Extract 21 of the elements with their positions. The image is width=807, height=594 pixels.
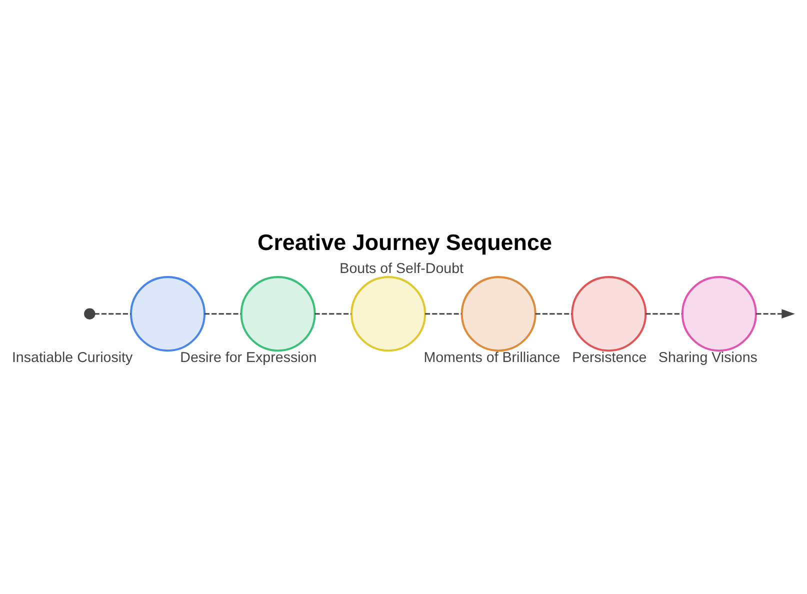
diagram-title: Creative Journey Sequence [257,230,552,255]
node-label: Insatiable Curiosity [12,350,133,366]
node-circle [681,276,757,352]
node-circle [571,276,647,352]
connector [204,312,241,314]
node-circle [130,276,206,352]
node-circle [240,276,316,352]
node-circle [460,276,536,352]
node-label: Persistence [572,350,647,366]
connector [314,312,352,314]
node-label: Desire for Expression [180,350,317,366]
node-circle [84,308,96,319]
node-circle [350,276,426,352]
node-label: Bouts of Self-Doubt [340,260,464,277]
connector [646,312,682,314]
arrow [756,308,795,318]
connector [94,312,131,314]
connector [535,312,572,314]
node-label: Moments of Brilliance [424,350,560,366]
connector [425,312,462,314]
node-label: Sharing Visions [658,350,758,366]
